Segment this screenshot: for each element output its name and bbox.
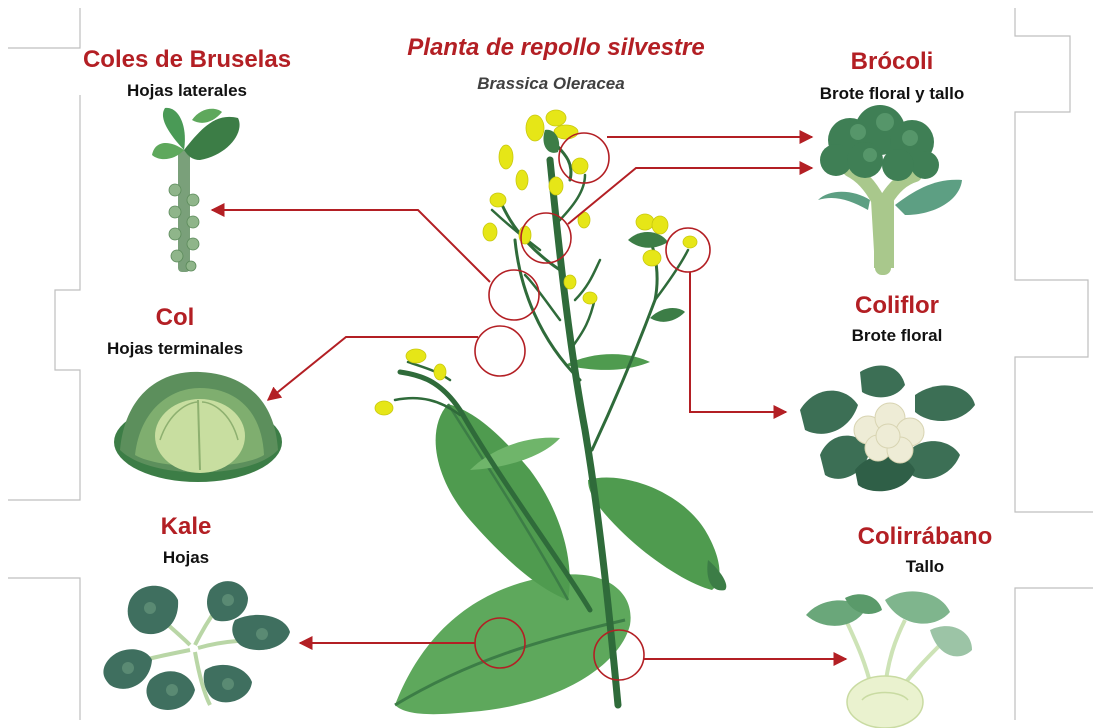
- cauliflower-icon: [800, 366, 975, 492]
- variety-part-colirrabano: Tallo: [865, 557, 985, 577]
- wild-cabbage-plant-illustration: [375, 110, 726, 714]
- variety-part-brocoli: Brote floral y tallo: [792, 84, 992, 104]
- variety-name-col: Col: [95, 304, 255, 332]
- variety-name-kale: Kale: [126, 513, 246, 541]
- variety-name-brocoli: Brócoli: [822, 48, 962, 76]
- variety-name-coles-de-bruselas: Coles de Bruselas: [72, 46, 302, 74]
- variety-part-coles-de-bruselas: Hojas laterales: [72, 81, 302, 101]
- broccoli-icon: [818, 105, 962, 268]
- variety-name-coliflor: Coliflor: [832, 292, 962, 320]
- kale-icon: [103, 581, 290, 710]
- page-subtitle: Brassica Oleracea: [436, 74, 666, 94]
- variety-part-coliflor: Brote floral: [822, 326, 972, 346]
- variety-part-col: Hojas terminales: [85, 339, 265, 359]
- cabbage-icon: [114, 372, 282, 482]
- variety-part-kale: Hojas: [126, 548, 246, 568]
- brussels-sprouts-icon: [152, 108, 240, 272]
- page-title: Planta de repollo silvestre: [396, 34, 716, 62]
- variety-name-colirrabano: Colirrábano: [845, 523, 1005, 551]
